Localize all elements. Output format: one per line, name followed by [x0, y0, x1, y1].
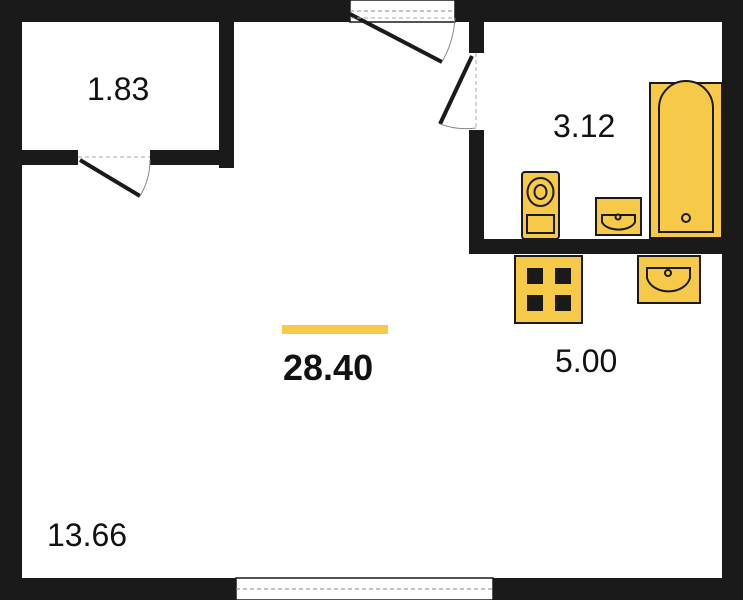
bathroom-area-label: 3.12: [553, 108, 615, 144]
total-area-label: 28.40: [283, 347, 373, 388]
kitchen-sink-icon: [637, 255, 701, 304]
window-top: [349, 0, 456, 23]
wall-top-right: [455, 0, 743, 22]
wall-top-left: [0, 0, 350, 22]
door-storage[interactable]: [78, 150, 151, 198]
bath-sink-icon: [595, 197, 642, 236]
wall-bottom-left: [0, 578, 236, 600]
wall-storage-bottom-left: [15, 150, 78, 165]
wall-storage-bottom-right: [150, 150, 234, 165]
kitchen-area-label: 5.00: [555, 343, 617, 379]
storage-area-label: 1.83: [87, 71, 149, 107]
toilet-icon: [521, 171, 560, 240]
window-bottom: [235, 577, 494, 600]
wall-bottom-right: [493, 578, 743, 600]
bathtub-icon: [649, 80, 723, 239]
wall-bath-left-top: [469, 15, 484, 53]
door-entrance[interactable]: [349, 12, 456, 64]
wall-bath-left-bottom: [469, 130, 484, 254]
wall-left: [0, 0, 22, 600]
wall-right: [722, 0, 743, 600]
door-bathroom[interactable]: [438, 53, 484, 130]
interior-walls: [15, 15, 729, 254]
living-area-label: 13.66: [47, 517, 127, 553]
wall-bath-bottom: [469, 239, 729, 254]
wall-storage-right: [219, 15, 234, 168]
stove-icon: [514, 255, 583, 324]
total-area-accent-bar: [282, 325, 388, 334]
